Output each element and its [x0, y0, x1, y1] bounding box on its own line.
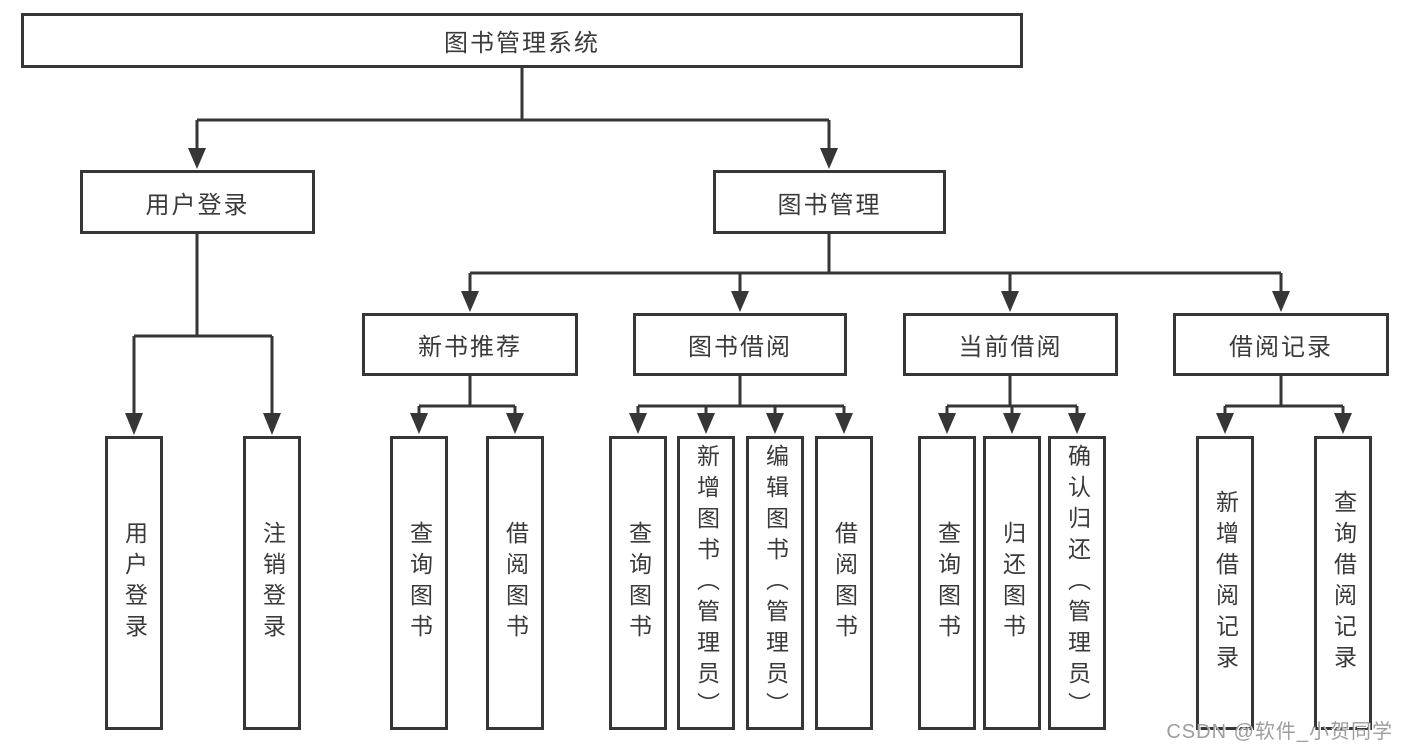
node-leaf-query-borrow-record: 查询借阅记录 — [1314, 436, 1372, 730]
node-leaf-add-book-admin: 新增图书（管理员） — [677, 436, 735, 730]
node-new-book-recommend: 新书推荐 — [362, 313, 578, 376]
node-book-management: 图书管理 — [713, 170, 946, 234]
node-label: 新增借阅记录 — [1212, 490, 1239, 676]
node-label: 新书推荐 — [418, 334, 522, 361]
connector-borrowing-children — [636, 376, 846, 415]
node-label: 图书管理系统 — [444, 30, 600, 57]
node-label: 当前借阅 — [958, 334, 1063, 361]
node-label: 用户登录 — [145, 191, 250, 219]
node-label: 查询图书 — [934, 521, 961, 645]
node-current-borrowing: 当前借阅 — [903, 313, 1118, 376]
node-label: 用户登录 — [121, 521, 148, 645]
arrowheads — [125, 148, 1352, 435]
node-leaf-user-login: 用户登录 — [105, 436, 163, 730]
node-leaf-logout: 注销登录 — [243, 436, 301, 730]
node-leaf-add-borrow-record: 新增借阅记录 — [1196, 436, 1254, 730]
node-root-system: 图书管理系统 — [21, 13, 1023, 68]
node-label: 查询借阅记录 — [1330, 490, 1357, 676]
node-label: 查询图书 — [406, 521, 433, 645]
node-book-borrowing: 图书借阅 — [633, 313, 847, 376]
node-leaf-edit-book-admin: 编辑图书（管理员） — [746, 436, 804, 730]
node-label: 图书管理 — [777, 191, 882, 219]
node-label: 借阅图书 — [831, 521, 858, 645]
node-label: 归还图书 — [999, 521, 1026, 645]
node-leaf-query-books-borrowing: 查询图书 — [609, 436, 667, 730]
node-leaf-confirm-return-admin: 确认归还（管理员） — [1048, 436, 1106, 730]
connector-book-management-children — [468, 234, 1283, 293]
node-leaf-borrow-books-recommend: 借阅图书 — [486, 436, 544, 730]
node-label: 注销登录 — [259, 521, 286, 645]
node-label: 确认归还（管理员） — [1064, 443, 1091, 723]
connector-records-children — [1223, 376, 1345, 415]
node-borrow-records: 借阅记录 — [1173, 313, 1389, 376]
node-label: 借阅图书 — [502, 521, 529, 645]
node-leaf-return-book: 归还图书 — [983, 436, 1041, 730]
node-label: 图书借阅 — [688, 334, 792, 361]
node-label: 查询图书 — [625, 521, 652, 645]
node-leaf-borrow-books-borrowing: 借阅图书 — [815, 436, 873, 730]
connector-user-login-children — [132, 234, 274, 415]
node-user-login: 用户登录 — [80, 170, 315, 234]
node-leaf-query-books-recommend: 查询图书 — [390, 436, 448, 730]
connector-new-book-children — [417, 376, 517, 415]
csdn-watermark: CSDN @软件_小贺同学 — [1166, 721, 1393, 743]
connector-root-to-level2 — [195, 68, 831, 150]
node-leaf-query-books-current: 查询图书 — [918, 436, 976, 730]
node-label: 编辑图书（管理员） — [762, 443, 789, 723]
node-label: 新增图书（管理员） — [693, 443, 720, 723]
node-label: 借阅记录 — [1229, 334, 1333, 361]
connector-current-children — [945, 376, 1079, 415]
